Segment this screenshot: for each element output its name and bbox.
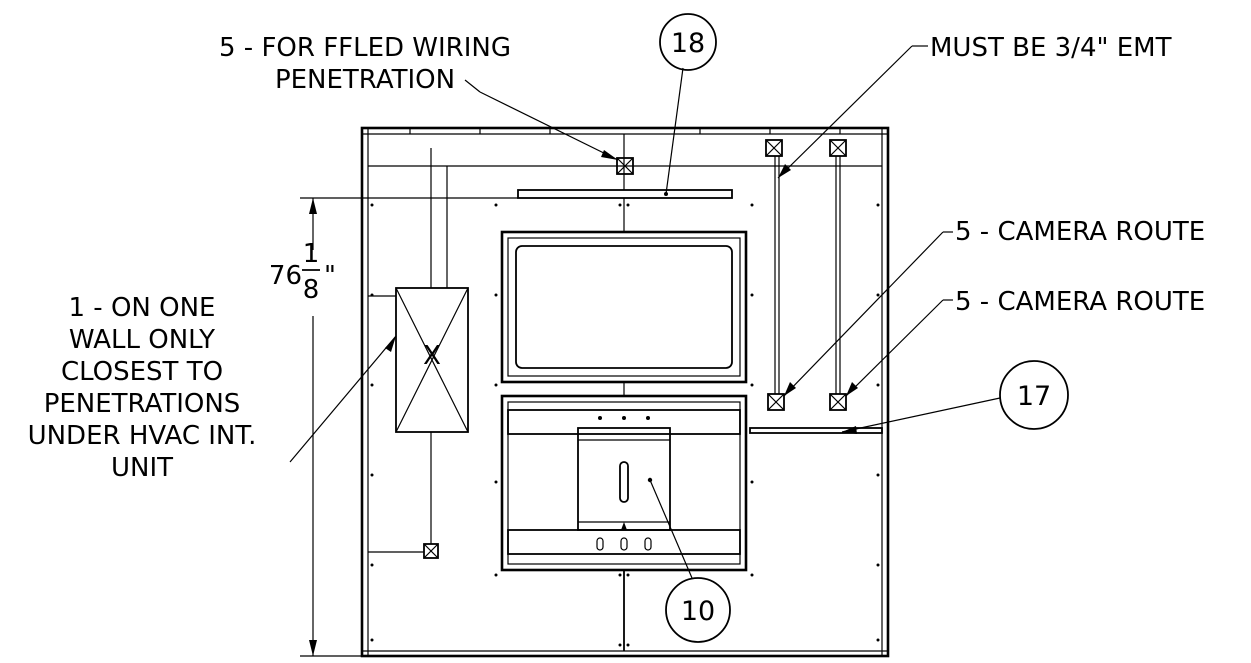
ffled-label-line2: PENETRATION (275, 65, 455, 95)
balloon-17: 17 (999, 360, 1069, 430)
display-panel (500, 230, 748, 384)
hvac-unit (368, 148, 469, 559)
ffled-label-line1: 5 - FOR FFLED WIRING (219, 33, 511, 63)
leader-lines (289, 45, 1001, 579)
balloon-18: 18 (659, 13, 717, 71)
emt-conduit-runs (774, 156, 841, 394)
svg-text:10: 10 (681, 596, 715, 627)
fastener-dots (370, 203, 880, 647)
svg-text:18: 18 (671, 28, 705, 59)
hvac-mark: X (423, 341, 441, 371)
balloon-10: 10 (665, 577, 731, 643)
side-shelf (749, 427, 883, 434)
dimension-value: 76 1 8 " (269, 239, 336, 305)
lower-cabinet (500, 394, 748, 572)
emt-label: MUST BE 3/4" EMT (930, 33, 1172, 63)
top-mounting-bar (517, 189, 733, 199)
svg-text:UNDER HVAC INT.: UNDER HVAC INT. (28, 421, 257, 451)
penetration-boxes (616, 139, 847, 411)
svg-text:17: 17 (1017, 381, 1051, 412)
camera-route-label-1: 5 - CAMERA ROUTE (955, 217, 1205, 247)
wall-note: 1 - ON ONE WALL ONLY CLOSEST TO PENETRAT… (28, 293, 257, 483)
svg-text:CLOSEST TO: CLOSEST TO (61, 357, 223, 387)
wall-frame (360, 126, 890, 658)
svg-text:76: 76 (269, 261, 302, 291)
svg-text:": " (324, 261, 336, 291)
svg-text:PENETRATIONS: PENETRATIONS (44, 389, 241, 419)
camera-route-label-2: 5 - CAMERA ROUTE (955, 287, 1205, 317)
svg-text:1: 1 (303, 239, 320, 269)
leader-arrowheads (385, 150, 858, 434)
svg-text:1 - ON ONE: 1 - ON ONE (69, 293, 216, 323)
height-dimension (300, 197, 518, 657)
svg-text:UNIT: UNIT (111, 453, 173, 483)
svg-text:WALL ONLY: WALL ONLY (69, 325, 215, 355)
svg-text:8: 8 (303, 275, 320, 305)
